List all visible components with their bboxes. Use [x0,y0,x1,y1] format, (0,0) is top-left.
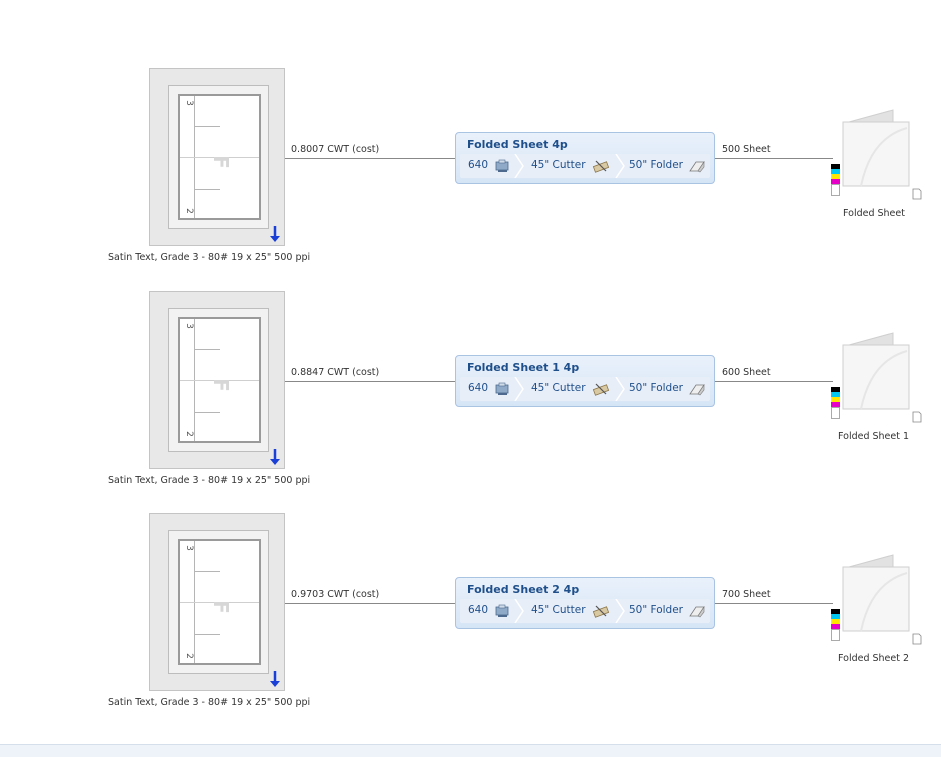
layout-guide [194,349,220,350]
process-steps: 640 45" Cutter 50" Folder [460,377,710,401]
press-sheet[interactable]: 3 2 F [149,513,285,691]
cutter-icon [592,605,610,618]
chevron-separator [514,154,524,178]
page-number-top: 3 [183,545,194,551]
connector-line [285,158,455,159]
cost-label: 0.8007 CWT (cost) [291,144,380,155]
step-cutter: 45" Cutter [531,159,586,171]
layout-guide [194,412,220,413]
fold-line [180,380,259,381]
step-cutter: 45" Cutter [531,382,586,394]
down-arrow-icon[interactable] [268,670,282,688]
connector-line [285,603,455,604]
folder-icon [689,606,705,618]
folder-icon [689,161,705,173]
quantity-label: 500 Sheet [722,144,771,155]
cost-label: 0.8847 CWT (cost) [291,367,380,378]
page-number-bottom: 2 [183,208,194,214]
step-press: 640 [468,159,489,171]
cutter-icon [592,160,610,173]
workflow-row-2: 3 2 F Satin Text, Grade 3 - 80# 19 x 25"… [0,291,941,513]
chevron-separator [615,599,625,623]
document-corner-icon [912,411,922,423]
workflow-row-3: 3 2 F Satin Text, Grade 3 - 80# 19 x 25"… [0,513,941,735]
connector-line [715,158,833,159]
chevron-separator [615,154,625,178]
color-bars [831,609,840,641]
chevron-separator [615,377,625,401]
sheet-frame: 3 2 F [168,530,269,674]
chevron-separator [514,599,524,623]
process-title: Folded Sheet 4p [467,138,568,151]
output-label: Folded Sheet [843,208,905,219]
stock-label: Satin Text, Grade 3 - 80# 19 x 25" 500 p… [108,475,311,486]
step-cutter: 45" Cutter [531,604,586,616]
orientation-mark: F [208,378,233,392]
folder-icon [689,384,705,396]
process-box[interactable]: Folded Sheet 1 4p 640 45" Cutter 50" Fol… [455,355,715,407]
orientation-mark: F [208,155,233,169]
folded-sheet-icon[interactable] [841,553,911,635]
sheet-layout: 3 2 F [178,94,261,220]
layout-guide [194,381,195,441]
layout-guide [194,634,220,635]
cost-label: 0.9703 CWT (cost) [291,589,380,600]
page-number-bottom: 2 [183,653,194,659]
press-sheet[interactable]: 3 2 F [149,68,285,246]
orientation-mark: F [208,600,233,614]
document-corner-icon [912,188,922,200]
workflow-row-1: 3 2 F Satin Text, Grade 3 - 80# 19 x 25"… [0,68,941,290]
page-number-top: 3 [183,323,194,329]
output-label: Folded Sheet 1 [838,431,910,442]
layout-guide [194,189,220,190]
layout-guide [194,158,195,218]
step-press: 640 [468,604,489,616]
sheet-frame: 3 2 F [168,308,269,452]
process-steps: 640 45" Cutter 50" Folder [460,599,710,623]
process-box[interactable]: Folded Sheet 4p 640 45" Cutter 50" Folde… [455,132,715,184]
folded-sheet-icon[interactable] [841,331,911,413]
connector-line [715,603,833,604]
layout-guide [194,603,195,663]
cutter-icon [592,383,610,396]
chevron-separator [514,377,524,401]
stock-label: Satin Text, Grade 3 - 80# 19 x 25" 500 p… [108,697,311,708]
sheet-layout: 3 2 F [178,539,261,665]
layout-guide [194,126,220,127]
process-box[interactable]: Folded Sheet 2 4p 640 45" Cutter 50" Fol… [455,577,715,629]
sheet-frame: 3 2 F [168,85,269,229]
step-folder: 50" Folder [629,159,683,171]
color-bars [831,164,840,196]
press-sheet[interactable]: 3 2 F [149,291,285,469]
fold-line [180,157,259,158]
output-label: Folded Sheet 2 [838,653,910,664]
color-bars [831,387,840,419]
fold-line [180,602,259,603]
quantity-label: 700 Sheet [722,589,771,600]
down-arrow-icon[interactable] [268,225,282,243]
connector-line [715,381,833,382]
step-press: 640 [468,382,489,394]
document-corner-icon [912,633,922,645]
press-icon [495,159,509,172]
page-number-bottom: 2 [183,431,194,437]
connector-line [285,381,455,382]
page-number-top: 3 [183,100,194,106]
status-bar [0,744,941,757]
layout-guide [194,571,220,572]
process-title: Folded Sheet 2 4p [467,583,580,596]
process-steps: 640 45" Cutter 50" Folder [460,154,710,178]
press-icon [495,382,509,395]
quantity-label: 600 Sheet [722,367,771,378]
step-folder: 50" Folder [629,604,683,616]
stock-label: Satin Text, Grade 3 - 80# 19 x 25" 500 p… [108,252,311,263]
folded-sheet-icon[interactable] [841,108,911,190]
sheet-layout: 3 2 F [178,317,261,443]
press-icon [495,604,509,617]
step-folder: 50" Folder [629,382,683,394]
process-title: Folded Sheet 1 4p [467,361,580,374]
down-arrow-icon[interactable] [268,448,282,466]
